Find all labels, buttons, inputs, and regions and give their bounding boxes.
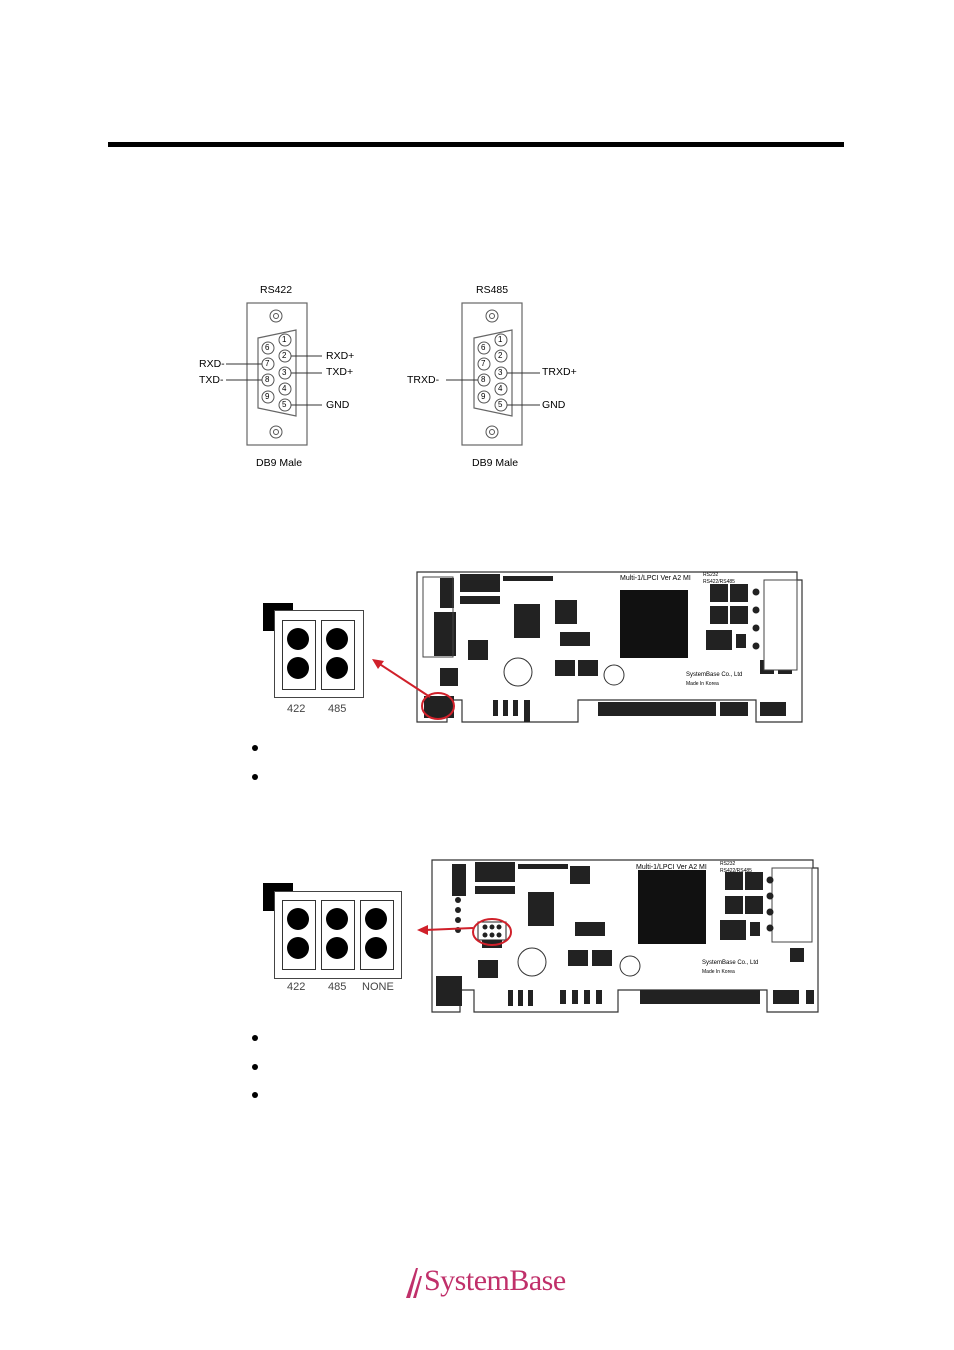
rs485-gnd-label: GND [542, 399, 566, 411]
rs422-pin-9: 9 [265, 392, 270, 401]
jumper1-label-422: 422 [287, 703, 306, 715]
rs485-pin-9: 9 [481, 392, 486, 401]
rs485-pin-6: 6 [481, 343, 486, 352]
jumper2-pin [365, 908, 387, 930]
bullet-point [252, 1035, 258, 1041]
rs422-title: RS422 [260, 284, 293, 296]
logo-mark-icon [406, 1268, 422, 1298]
bullet-point [252, 774, 258, 780]
jumper2-pin [326, 937, 348, 959]
jumper2-silk-rs422-485: RS422/RS485 [720, 868, 752, 874]
rs422-pin-7: 7 [265, 359, 270, 368]
jumper2-label-485: 485 [328, 981, 347, 993]
rs422-pin-5: 5 [282, 400, 287, 409]
rs485-pin-7: 7 [481, 359, 486, 368]
jumper1-label-485: 485 [328, 703, 347, 715]
rs422-txd-minus-label: TXD- [199, 374, 224, 386]
jumper1-silk-rs422-485: RS422/RS485 [703, 579, 735, 585]
rs422-txd-plus-label: TXD+ [326, 366, 354, 378]
jumper1-pin [326, 628, 348, 650]
rs422-pin-1: 1 [282, 335, 287, 344]
jumper1-silk-model: Multi-1/LPCI Ver A2 MI [620, 575, 691, 582]
rs422-rxd-plus-label: RXD+ [326, 350, 355, 362]
rs485-pin-1: 1 [498, 335, 503, 344]
bullet-point [252, 1064, 258, 1070]
bullet-point [252, 1092, 258, 1098]
jumper1-pin [287, 657, 309, 679]
jumper2-pin [287, 908, 309, 930]
rs485-pin-4: 4 [498, 384, 503, 393]
rs485-pin-3: 3 [498, 368, 503, 377]
rs422-pin-6: 6 [265, 343, 270, 352]
rs422-gnd-label: GND [326, 399, 350, 411]
rs485-pin-8: 8 [481, 375, 486, 384]
header-rule [108, 142, 844, 147]
jumper2-silk-rs232: RS232 [720, 861, 736, 867]
jumper2-silk-model: Multi-1/LPCI Ver A2 MI [636, 864, 707, 871]
rs485-trxd-minus-label: TRXD- [407, 374, 440, 386]
jumper1-pin [287, 628, 309, 650]
jumper1-silk-company: SystemBase Co., Ltd [686, 672, 743, 678]
jumper2-pin [326, 908, 348, 930]
rs422-pin-4: 4 [282, 384, 287, 393]
rs422-rxd-minus-label: RXD- [199, 358, 225, 370]
rs422-pin-8: 8 [265, 375, 270, 384]
jumper1-silk-origin: Made In Korea [686, 681, 719, 687]
bullet-point [252, 745, 258, 751]
jumper2-pin [287, 937, 309, 959]
jumper2-silk-company: SystemBase Co., Ltd [702, 960, 759, 966]
rs485-pin-5: 5 [498, 400, 503, 409]
jumper2-label-422: 422 [287, 981, 306, 993]
rs422-caption: DB9 Male [256, 457, 303, 469]
jumper1-silk-rs232: RS232 [703, 572, 719, 578]
rs485-pin-2: 2 [498, 351, 503, 360]
logo-text: SystemBase [424, 1264, 566, 1297]
rs485-title: RS485 [476, 284, 509, 296]
jumper2-silk-origin: Made In Korea [702, 969, 735, 975]
rs485-caption: DB9 Male [472, 457, 519, 469]
rs422-pin-3: 3 [282, 368, 287, 377]
rs485-trxd-plus-label: TRXD+ [542, 366, 577, 378]
jumper2-label-none: NONE [362, 981, 394, 993]
rs422-pin-2: 2 [282, 351, 287, 360]
jumper1-pin [326, 657, 348, 679]
jumper2-pin [365, 937, 387, 959]
